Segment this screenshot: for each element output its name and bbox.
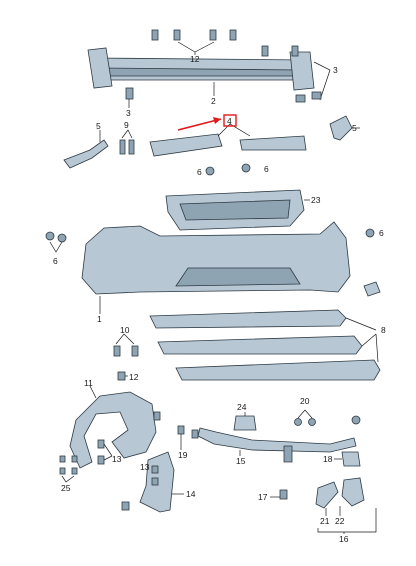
callout-8: 8 [381, 325, 386, 335]
callout-15: 15 [236, 456, 246, 466]
callout-10: 10 [120, 325, 130, 335]
callout-3-left: 3 [126, 108, 131, 118]
callout-18: 18 [323, 454, 333, 464]
callout-14: 14 [186, 489, 196, 499]
callout-2: 2 [211, 96, 216, 106]
callout-21: 21 [320, 516, 330, 526]
part-8-trim-upper[interactable] [149, 309, 347, 329]
bolts-3-right [295, 91, 322, 103]
callout-12-top: 12 [190, 54, 200, 64]
highlight-arrow [177, 118, 222, 131]
part-5-right-bracket[interactable] [329, 115, 353, 141]
clips-9 [119, 139, 135, 155]
part-15-trim-strip[interactable] [197, 427, 357, 453]
callout-9: 9 [124, 120, 129, 130]
clip-6-b [241, 163, 251, 173]
callout-12-lower: 12 [129, 372, 139, 382]
part-2-carrier-beam[interactable] [87, 47, 315, 91]
bolts-10 [113, 345, 139, 357]
screws-13-flap [151, 465, 159, 486]
nut-12 [117, 371, 126, 381]
highlight-box-4 [223, 114, 237, 127]
cap-right[interactable] [363, 281, 381, 297]
part-21-cover[interactable] [315, 481, 339, 509]
callout-3-right: 3 [333, 65, 338, 75]
callout-4: 4 [227, 116, 232, 126]
callout-6-left: 6 [53, 256, 58, 266]
callout-6-mid-right: 6 [264, 164, 269, 174]
part-8-trim-lower[interactable] [175, 359, 381, 381]
clips-6-left [45, 231, 67, 243]
callout-5-right: 5 [352, 123, 357, 133]
callout-20: 20 [300, 396, 310, 406]
callout-25: 25 [61, 483, 71, 493]
bolts-12 [151, 29, 299, 57]
screws-19 [153, 411, 199, 439]
callout-19: 19 [178, 450, 188, 460]
part-4-guide-left[interactable] [149, 133, 223, 157]
callout-23: 23 [311, 195, 321, 205]
part-22-holder[interactable] [341, 477, 365, 507]
part-11-wheel-arch-liner[interactable] [69, 391, 157, 469]
part-5-left-bracket[interactable] [63, 139, 109, 169]
callout-16: 16 [339, 534, 349, 544]
callout-5-left: 5 [96, 121, 101, 131]
bolt-3-left [125, 87, 134, 100]
part-24-bracket[interactable] [233, 415, 257, 431]
part-4-guide-right[interactable] [239, 135, 307, 151]
callout-6-right: 6 [379, 228, 384, 238]
fasteners-25 [59, 455, 78, 475]
callout-24: 24 [237, 402, 247, 412]
screw-17 [279, 489, 288, 500]
part-8-trim-middle[interactable] [157, 335, 363, 355]
clips-20 [294, 418, 316, 426]
callout-13-right: 13 [140, 462, 150, 472]
clip-6-right [365, 228, 375, 238]
callout-11: 11 [84, 378, 93, 388]
callout-22: 22 [335, 516, 345, 526]
callout-13-left: 13 [112, 454, 122, 464]
callout-17: 17 [258, 492, 268, 502]
screws-13 [97, 439, 105, 465]
screw-flap [121, 501, 130, 511]
callout-1: 1 [97, 314, 102, 324]
callout-6-mid-left: 6 [197, 167, 202, 177]
clip-6-a [205, 166, 215, 176]
part-18-cover[interactable] [341, 451, 361, 467]
clip-right [351, 415, 361, 425]
